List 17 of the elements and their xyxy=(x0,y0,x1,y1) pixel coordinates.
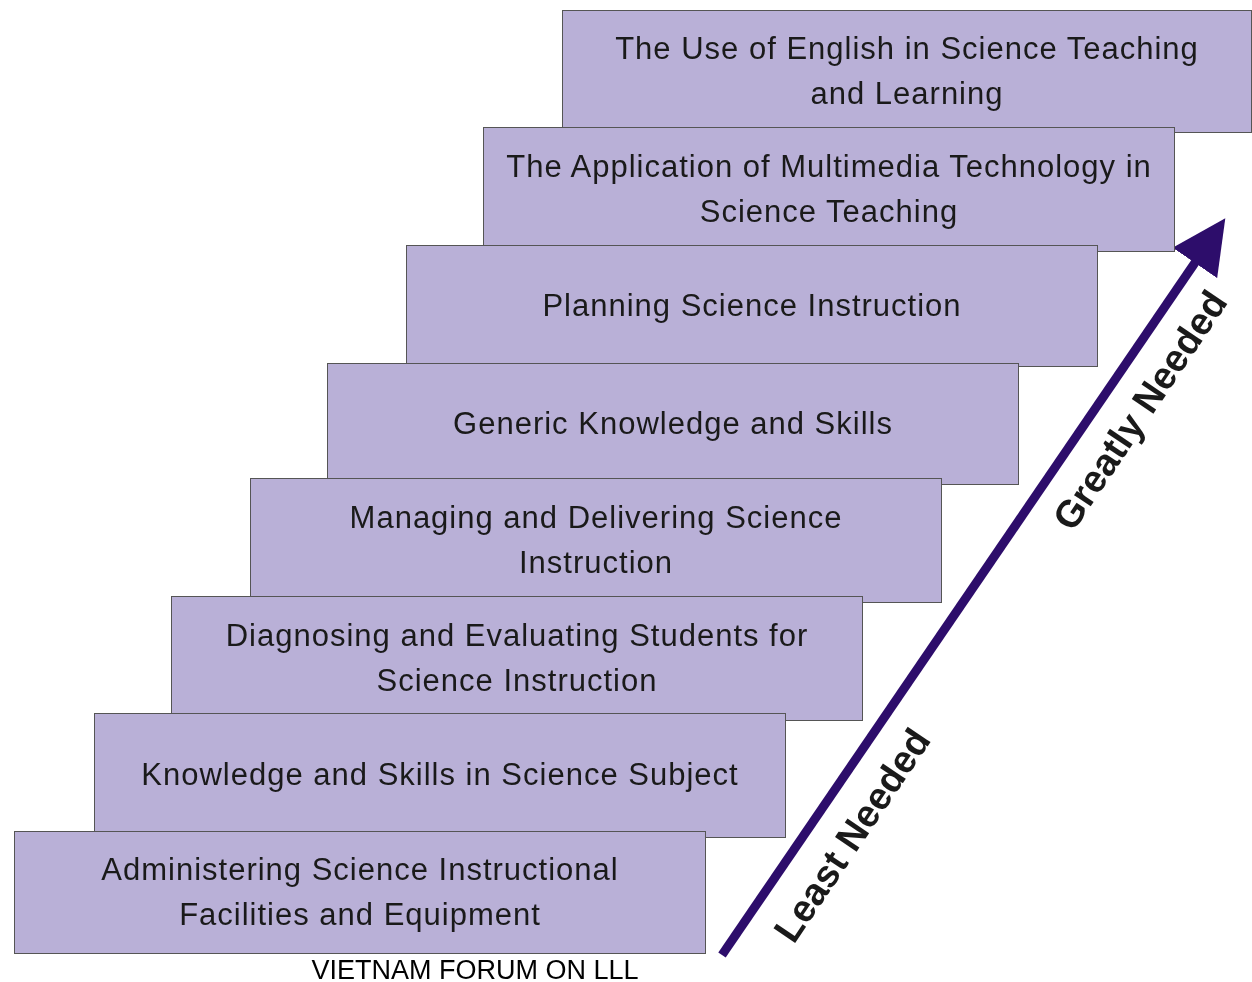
step-label: Generic Knowledge and Skills xyxy=(452,404,894,443)
step-box xyxy=(406,245,1098,367)
footer-text: VIETNAM FORUM ON LLL xyxy=(311,954,639,982)
step-label: Knowledge and Skills in Science Subject xyxy=(140,756,740,795)
step-box xyxy=(14,831,706,954)
step-box xyxy=(250,478,942,603)
step-label: The Application of Multimedia Technology in Science Teaching xyxy=(505,147,1153,231)
step-label: Managing and Delivering Science Instruction xyxy=(348,498,844,582)
step-box xyxy=(562,10,1252,133)
step-label: Administering Science Instructional Facilities and Equipment xyxy=(100,850,620,934)
step-box xyxy=(94,713,786,838)
step-box xyxy=(327,363,1019,485)
step-label: Planning Science Instruction xyxy=(541,286,963,325)
step-box xyxy=(483,127,1175,252)
step-label: Diagnosing and Evaluating Students for Science Instruction xyxy=(224,616,810,700)
step-box xyxy=(171,596,863,721)
step-label: The Use of English in Science Teaching and Learning xyxy=(614,29,1200,113)
